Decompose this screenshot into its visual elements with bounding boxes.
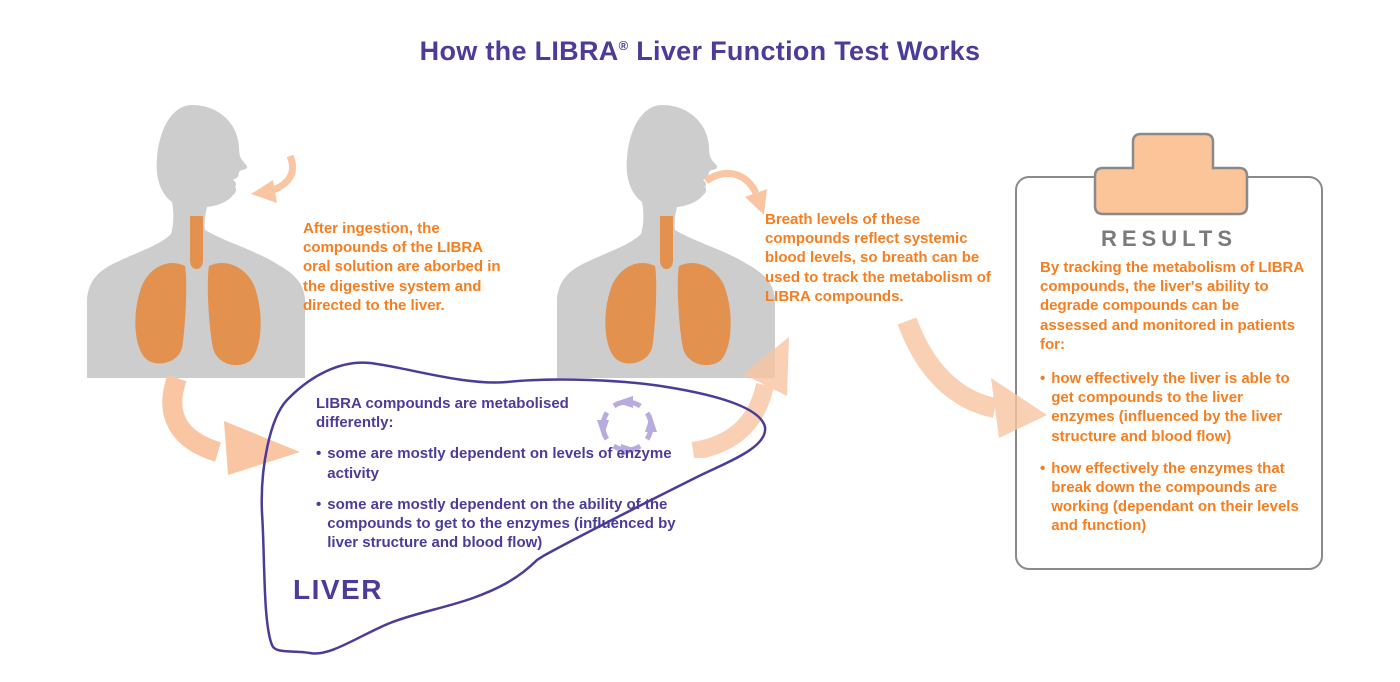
title-pre: How the LIBRA [419, 36, 619, 66]
flow-arrow-liver-to-lungs-icon [691, 337, 789, 458]
person-silhouette-ingestion-icon [87, 105, 305, 378]
liver-label: LIVER [293, 574, 383, 605]
results-heading: RESULTS [1100, 226, 1238, 251]
clipboard-clip-icon [1093, 132, 1249, 216]
title-post: Liver Function Test Works [628, 36, 981, 66]
breath-step-text: Breath levels of these compounds reflect… [765, 211, 991, 305]
results-body: By tracking the metabolism of LIBRA comp… [1040, 258, 1308, 535]
ingestion-step-text: After ingestion, the compounds of the LI… [303, 220, 501, 314]
exhale-arrow-icon [703, 169, 767, 215]
flow-arrow-to-liver-icon [162, 374, 300, 475]
results-intro: By tracking the metabolism of LIBRA comp… [1040, 259, 1304, 353]
bullet-marker: • [316, 495, 322, 513]
liver-bullet-1: • some are mostly dependent on levels of… [316, 444, 708, 482]
lungs-icon [605, 216, 731, 366]
registered-mark: ® [618, 38, 629, 53]
results-bullet-1-text: how effectively the liver is able to get… [1051, 369, 1290, 445]
liver-info-block: LIBRA compounds are metabolised differen… [316, 394, 708, 552]
results-bullet-2: • how effectively the enzymes that break… [1040, 459, 1308, 536]
results-panel [1015, 176, 1323, 570]
liver-outline [260, 361, 767, 655]
bullet-marker: • [1040, 459, 1046, 477]
liver-bullet-2: • some are mostly dependent on the abili… [316, 495, 708, 553]
person-silhouette-breath-icon [557, 105, 775, 378]
results-bullet-1: • how effectively the liver is able to g… [1040, 369, 1308, 446]
lungs-icon [135, 216, 261, 366]
liver-bullet-1-text: some are mostly dependent on levels of e… [327, 445, 672, 482]
metabolism-cycle-icon [597, 396, 657, 456]
page-title: How the LIBRA® Liver Function Test Works [0, 36, 1400, 67]
inhale-arrow-icon [251, 154, 297, 203]
bullet-marker: • [316, 445, 322, 463]
liver-heading: LIBRA compounds are metabolised differen… [316, 395, 569, 432]
flow-arrow-to-results-icon [897, 317, 1047, 438]
results-bullet-2-text: how effectively the enzymes that break d… [1051, 459, 1299, 535]
bullet-marker: • [1040, 369, 1046, 387]
liver-bullet-2-text: some are mostly dependent on the ability… [327, 495, 676, 552]
